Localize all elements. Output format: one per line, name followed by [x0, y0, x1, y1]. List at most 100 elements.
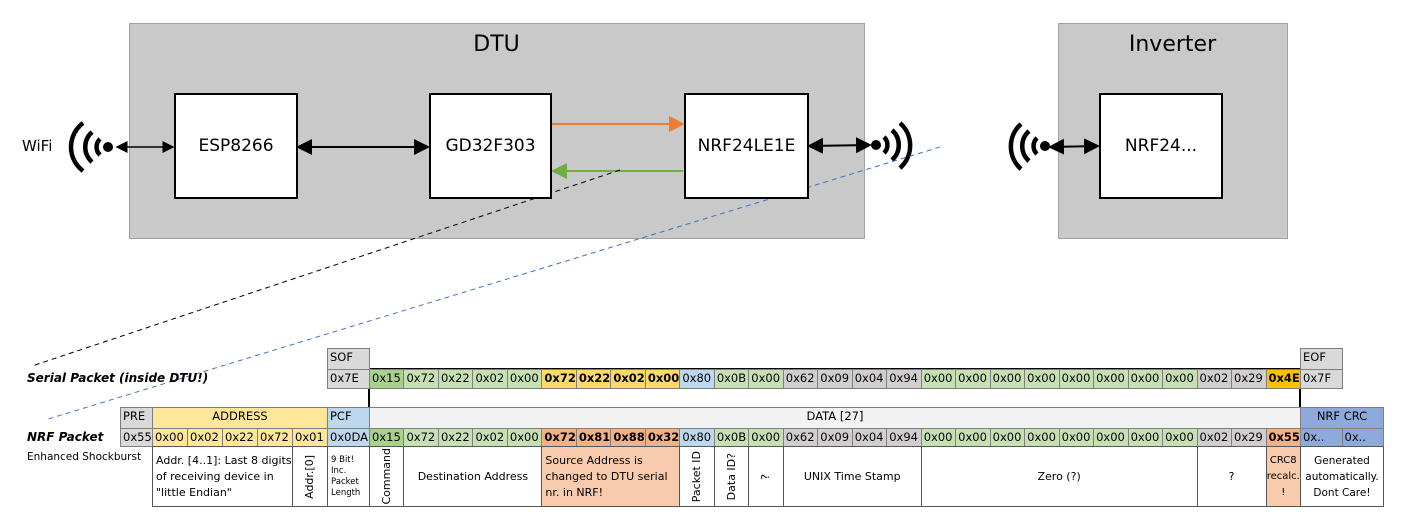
serial-byte: 0x00	[1024, 369, 1060, 389]
eof-value: 0x7F	[1300, 369, 1343, 389]
address-byte: 0x02	[187, 428, 223, 447]
serial-byte: 0x02	[1196, 369, 1233, 389]
nrf-byte: 0x00	[748, 428, 784, 447]
serial-byte: 0x00	[506, 369, 543, 389]
crc-header: NRF CRC	[1300, 407, 1384, 429]
serial-byte: 0x22	[437, 369, 474, 389]
data-field-description: ?	[748, 446, 784, 507]
serial-byte: 0x00	[1162, 369, 1198, 389]
address-header: ADDRESS	[152, 407, 328, 429]
nrf-sub-label: Enhanced Shockburst	[27, 451, 142, 463]
nrf-byte: 0x00	[989, 428, 1026, 447]
address0-description: Addr.[0]	[292, 446, 328, 507]
inverter-title: Inverter	[1128, 32, 1217, 57]
nrf-byte: 0x09	[817, 428, 853, 447]
data-field-description-text: ?	[1228, 469, 1235, 483]
serial-row-label: Serial Packet (inside DTU!)	[27, 371, 209, 385]
nrf-byte: 0x00	[920, 428, 957, 447]
data-field-description: ?	[1196, 446, 1267, 507]
nrf-byte: 0x88	[610, 428, 646, 447]
crc-byte: 0x..	[1300, 428, 1343, 447]
data-field-description-text: Data ID?	[724, 452, 738, 501]
address-byte: 0x01	[292, 428, 328, 447]
data-field-description-text: UNIX Time Stamp	[803, 469, 901, 483]
serial-byte: 0x62	[782, 369, 819, 389]
nrf-byte: 0x00	[955, 428, 991, 447]
serial-byte: 0x00	[955, 369, 991, 389]
serial-byte: 0x72	[541, 369, 577, 389]
address-description-text: Addr. [4..1]: Last 8 digits of receiving…	[156, 453, 292, 499]
nrf-byte: 0x00	[1058, 428, 1095, 447]
wifi-antenna-icon	[68, 121, 113, 173]
serial-byte: 0x80	[679, 369, 715, 389]
serial-byte: 0x00	[920, 369, 957, 389]
crc-description: Generated automatically. Dont Care!	[1300, 446, 1384, 507]
data-field-description: Destination Address	[403, 446, 543, 507]
serial-byte: 0x09	[817, 369, 853, 389]
nrf-byte: 0x04	[851, 428, 888, 447]
serial-callout-line	[31, 169, 621, 367]
inverter-antenna-icon	[1008, 122, 1050, 171]
nrf-byte: 0x72	[541, 428, 577, 447]
data-field-description: Packet ID	[679, 446, 715, 507]
inverter-nrf-chip: NRF24...	[1099, 93, 1223, 199]
serial-byte: 0x29	[1231, 369, 1267, 389]
nrf-row-label: NRF Packet	[27, 430, 104, 444]
eof-header: EOF	[1300, 348, 1343, 371]
nrf-byte: 0x02	[1196, 428, 1233, 447]
address-byte: 0x22	[222, 428, 258, 447]
data-field-description-text: Destination Address	[417, 469, 529, 483]
address-description: Addr. [4..1]: Last 8 digits of receiving…	[152, 446, 293, 507]
crc-byte: 0x..	[1341, 428, 1384, 447]
data-field-description: UNIX Time Stamp	[782, 446, 922, 507]
data-field-description-text: Zero (?)	[1037, 469, 1081, 483]
nrf-byte: 0x00	[1093, 428, 1129, 447]
serial-byte: 0x00	[748, 369, 784, 389]
pcf-description-text: 9 Bit! Inc. Packet Length	[331, 454, 361, 498]
address-byte: 0x00	[152, 428, 188, 447]
serial-byte: 0x00	[989, 369, 1026, 389]
gd32f303-chip: GD32F303	[429, 93, 552, 199]
data-field-description-text: Command	[379, 448, 393, 505]
nrf-byte: 0x81	[575, 428, 612, 447]
data-field-description: Data ID?	[713, 446, 750, 507]
nrf-byte: 0x00	[1162, 428, 1198, 447]
esp8266-chip: ESP8266	[174, 93, 298, 199]
serial-byte: 0x00	[1058, 369, 1095, 389]
serial-byte: 0x15	[369, 369, 405, 389]
nrf-byte: 0x29	[1231, 428, 1267, 447]
nrf-byte: 0x22	[437, 428, 474, 447]
crc-description-text: Generated automatically. Dont Care!	[1305, 454, 1379, 499]
dtu-antenna-icon	[871, 121, 913, 170]
serial-byte: 0x94	[886, 369, 922, 389]
data-field-description: Source Address is changed to DTU serial …	[541, 446, 681, 507]
serial-byte: 0x00	[1093, 369, 1129, 389]
nrf-byte: 0x00	[506, 428, 543, 447]
data-field-description-text: Packet ID	[690, 450, 704, 503]
nrf-byte: 0x80	[679, 428, 715, 447]
sof-value: 0x7E	[327, 369, 370, 389]
nrf-byte: 0x94	[886, 428, 922, 447]
serial-byte: 0x02	[472, 369, 508, 389]
serial-byte: 0x00	[1127, 369, 1164, 389]
inverter-antenna-arrow	[1048, 138, 1100, 155]
nrf-byte: 0x72	[403, 428, 439, 447]
nrf-byte: 0x00	[1127, 428, 1164, 447]
nrf-byte: 0x62	[782, 428, 819, 447]
nrf-byte: 0x02	[472, 428, 508, 447]
pcf-value: 0x0DA	[327, 428, 370, 447]
nrf-byte: 0x15	[369, 428, 405, 447]
data-field-description-text: CRC8 recalc. !	[1266, 454, 1300, 498]
pre-value: 0x55	[120, 428, 153, 447]
pcf-header: PCF	[327, 407, 370, 429]
wifi-label: WiFi	[22, 137, 53, 155]
nrf-byte: 0x32	[644, 428, 681, 447]
data-field-description-text: Source Address is changed to DTU serial …	[545, 453, 668, 499]
serial-byte: 0x04	[851, 369, 888, 389]
serial-byte: 0x4E	[1265, 369, 1301, 389]
nrf-byte: 0x0B	[713, 428, 750, 447]
pre-header: PRE	[120, 407, 153, 429]
nrf-byte: 0x00	[1024, 428, 1060, 447]
address0-description-text: Addr.[0]	[303, 454, 316, 499]
